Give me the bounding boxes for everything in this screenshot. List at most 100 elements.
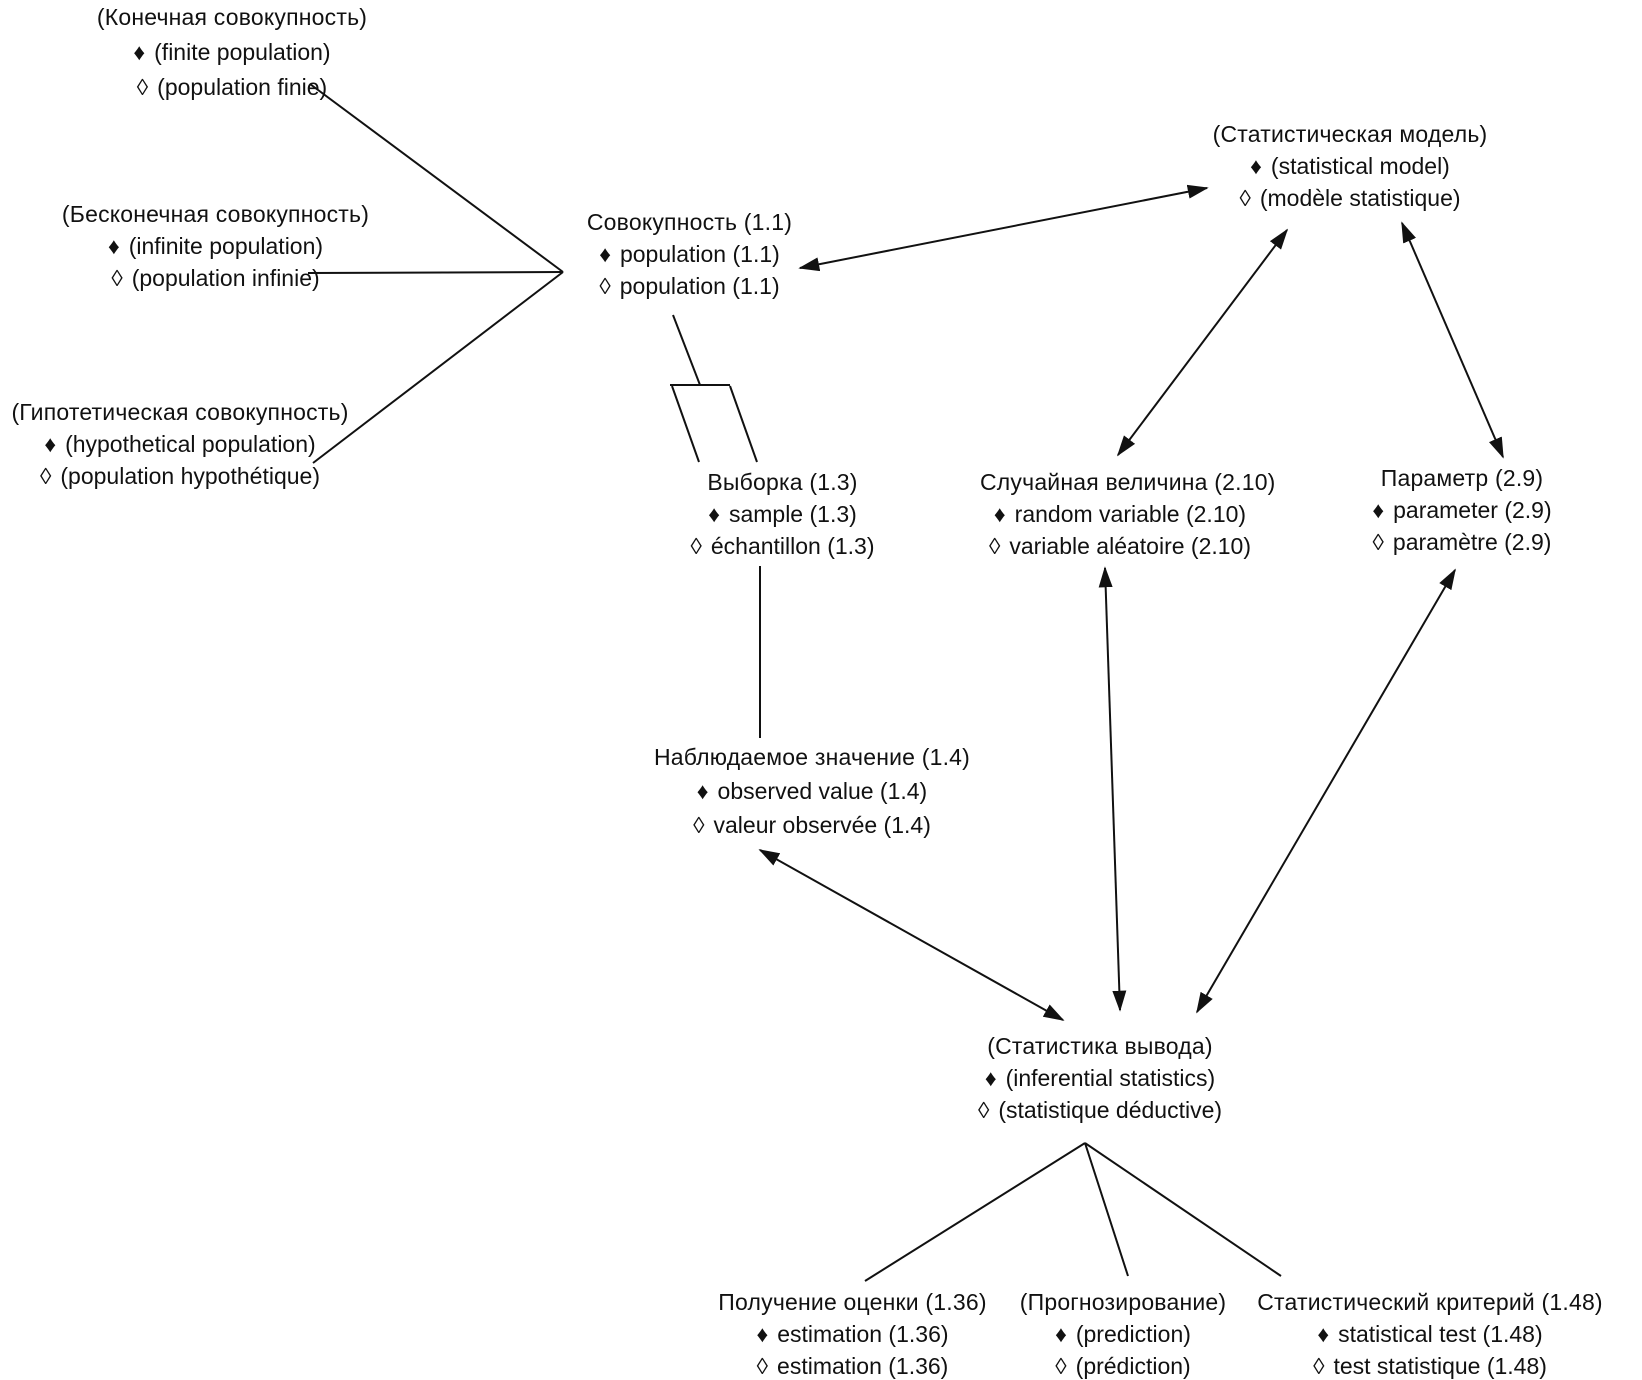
open-diamond-icon: ◊ <box>988 533 1001 559</box>
term-en: observed value (1.4) <box>717 778 928 804</box>
term-fr-line: ◊(prédiction) <box>998 1350 1248 1380</box>
term-ru: Случайная величина (2.10) <box>980 469 1276 495</box>
term-en-line: ♦estimation (1.36) <box>705 1318 1000 1350</box>
term-ru: Выборка (1.3) <box>707 469 858 495</box>
term-fr: (statistique déductive) <box>998 1097 1223 1123</box>
term-fr: estimation (1.36) <box>777 1353 949 1379</box>
open-diamond-icon: ◊ <box>690 533 702 559</box>
term-en-line: ♦ parameter (2.9) <box>1348 494 1576 526</box>
concept-population: Совокупность (1.1) ♦ population (1.1) ◊po… <box>557 206 822 302</box>
concept-infinite-population: (Бесконечная совокупность) ♦ (infinite po… <box>48 198 383 294</box>
edge-random-variable-inferential-statistics <box>1098 566 1127 1012</box>
open-diamond-icon: ◊ <box>693 812 705 838</box>
term-en: (statistical model) <box>1270 153 1450 179</box>
term-fr: (population finie) <box>157 74 328 100</box>
term-en-line: ♦(hypothetical population) <box>0 428 360 460</box>
open-diamond-icon: ◊ <box>756 1353 769 1379</box>
term-fr-line: ◊ estimation (1.36) <box>705 1350 1000 1380</box>
term-en: (infinite population) <box>128 233 324 259</box>
filled-diamond-icon: ♦ <box>599 241 611 267</box>
term-en-line: ♦ (inferential statistics) <box>950 1062 1250 1094</box>
term-fr-line: ◊(population finie) <box>72 70 392 105</box>
concept-random-variable: Случайная величина (2.10) ♦ random variab… <box>980 466 1276 562</box>
term-fr: valeur observée (1.4) <box>713 812 931 838</box>
term-en: statistical test (1.48) <box>1338 1321 1543 1347</box>
term-fr: population (1.1) <box>619 273 780 299</box>
term-ru: Совокупность (1.1) <box>586 209 793 235</box>
edge-inferential-statistical-test <box>1084 1142 1282 1277</box>
open-diamond-icon: ◊ <box>1055 1353 1067 1379</box>
term-fr-line: ◊ (statistique déductive) <box>950 1094 1250 1126</box>
edge-statistical-model-parameter <box>1401 221 1504 459</box>
term-fr-line: ◊ paramètre (2.9) <box>1348 526 1576 558</box>
open-diamond-icon: ◊ <box>977 1097 990 1123</box>
concept-observed-value: Наблюдаемое значение (1.4) ♦ observed val… <box>622 740 1002 842</box>
open-diamond-icon: ◊ <box>111 265 123 291</box>
open-diamond-icon: ◊ <box>40 463 52 489</box>
filled-diamond-icon: ♦ <box>107 233 120 259</box>
term-fr: (population infinie) <box>131 265 320 291</box>
edge-parameter-inferential-statistics <box>1196 568 1456 1014</box>
term-fr-line: ◊population (1.1) <box>557 270 822 302</box>
term-ru: Наблюдаемое значение (1.4) <box>653 744 971 770</box>
term-en: parameter (2.9) <box>1393 497 1552 523</box>
term-en: (finite population) <box>154 39 331 65</box>
term-fr-line: ◊ échantillon (1.3) <box>655 530 910 562</box>
term-en-line: ♦(prediction) <box>998 1318 1248 1350</box>
open-diamond-icon: ◊ <box>1239 185 1251 211</box>
term-fr-line: ◊ (population hypothétique) <box>0 460 360 492</box>
term-fr: variable aléatoire (2.10) <box>1009 533 1251 559</box>
filled-diamond-icon: ♦ <box>984 1065 997 1091</box>
term-fr-line: ◊ (population infinie) <box>48 262 383 294</box>
term-en: (inferential statistics) <box>1005 1065 1216 1091</box>
term-en: (prediction) <box>1075 1321 1191 1347</box>
term-ru: Статистический критерий (1.48) <box>1257 1289 1603 1315</box>
concept-estimation: Получение оценки (1.36) ♦estimation (1.3… <box>705 1286 1000 1380</box>
edge-observed-value-inferential-statistics <box>758 849 1065 1021</box>
concept-sample: Выборка (1.3) ♦ sample (1.3) ◊ échantillon… <box>655 466 910 562</box>
term-en: population (1.1) <box>619 241 780 267</box>
term-fr-line: ◊(modèle statistique) <box>1200 182 1500 214</box>
filled-diamond-icon: ♦ <box>1372 497 1385 523</box>
open-diamond-icon: ◊ <box>1313 1353 1325 1379</box>
filled-diamond-icon: ♦ <box>1317 1321 1330 1347</box>
term-en-line: ♦ population (1.1) <box>557 238 822 270</box>
concept-finite-population: (Конечная совокупность) ♦(finite populat… <box>72 0 392 105</box>
term-en-line: ♦ observed value (1.4) <box>622 774 1002 808</box>
term-ru: (Статистика вывода) <box>987 1033 1213 1059</box>
partitive-fork-population-sample <box>670 314 758 463</box>
term-en: (hypothetical population) <box>65 431 316 457</box>
edge-inferential-prediction <box>1084 1142 1129 1277</box>
term-en-line: ♦ (finite population) <box>72 35 392 70</box>
term-en: random variable (2.10) <box>1014 501 1247 527</box>
term-en-line: ♦ statistical test (1.48) <box>1255 1318 1605 1350</box>
term-en-line: ♦ (infinite population) <box>48 230 383 262</box>
filled-diamond-icon: ♦ <box>1250 153 1262 179</box>
term-ru: (Статистическая модель) <box>1212 121 1488 147</box>
term-fr: test statistique (1.48) <box>1333 1353 1547 1379</box>
concept-statistical-model: (Статистическая модель) ♦ (statistical mo… <box>1200 118 1500 214</box>
concept-prediction: (Прогнозирование) ♦(prediction) ◊(prédic… <box>998 1286 1248 1380</box>
filled-diamond-icon: ♦ <box>696 778 709 804</box>
term-ru: (Гипотетическая совокупность) <box>11 399 349 425</box>
term-en-line: ♦ sample (1.3) <box>655 498 910 530</box>
term-en-line: ♦ random variable (2.10) <box>980 498 1260 530</box>
term-fr: (population hypothétique) <box>60 463 320 489</box>
term-fr-line: ◊ test statistique (1.48) <box>1255 1350 1605 1380</box>
concept-hypothetical-population: (Гипотетическая совокупность) ♦(hypothet… <box>0 396 360 492</box>
term-fr: échantillon (1.3) <box>710 533 875 559</box>
open-diamond-icon: ◊ <box>1372 529 1384 555</box>
term-en-line: ♦ (statistical model) <box>1200 150 1500 182</box>
filled-diamond-icon: ♦ <box>708 501 720 527</box>
term-fr: paramètre (2.9) <box>1392 529 1552 555</box>
term-ru: Получение оценки (1.36) <box>718 1289 987 1315</box>
filled-diamond-icon: ♦ <box>993 501 1006 527</box>
concept-statistical-test: Статистический критерий (1.48) ♦ statisti… <box>1255 1286 1605 1380</box>
term-en: sample (1.3) <box>728 501 857 527</box>
filled-diamond-icon: ♦ <box>756 1321 769 1347</box>
term-ru: (Бесконечная совокупность) <box>61 201 370 227</box>
term-ru: Параметр (2.9) <box>1380 465 1544 491</box>
filled-diamond-icon: ♦ <box>133 39 146 65</box>
edge-inferential-estimation <box>864 1142 1086 1282</box>
